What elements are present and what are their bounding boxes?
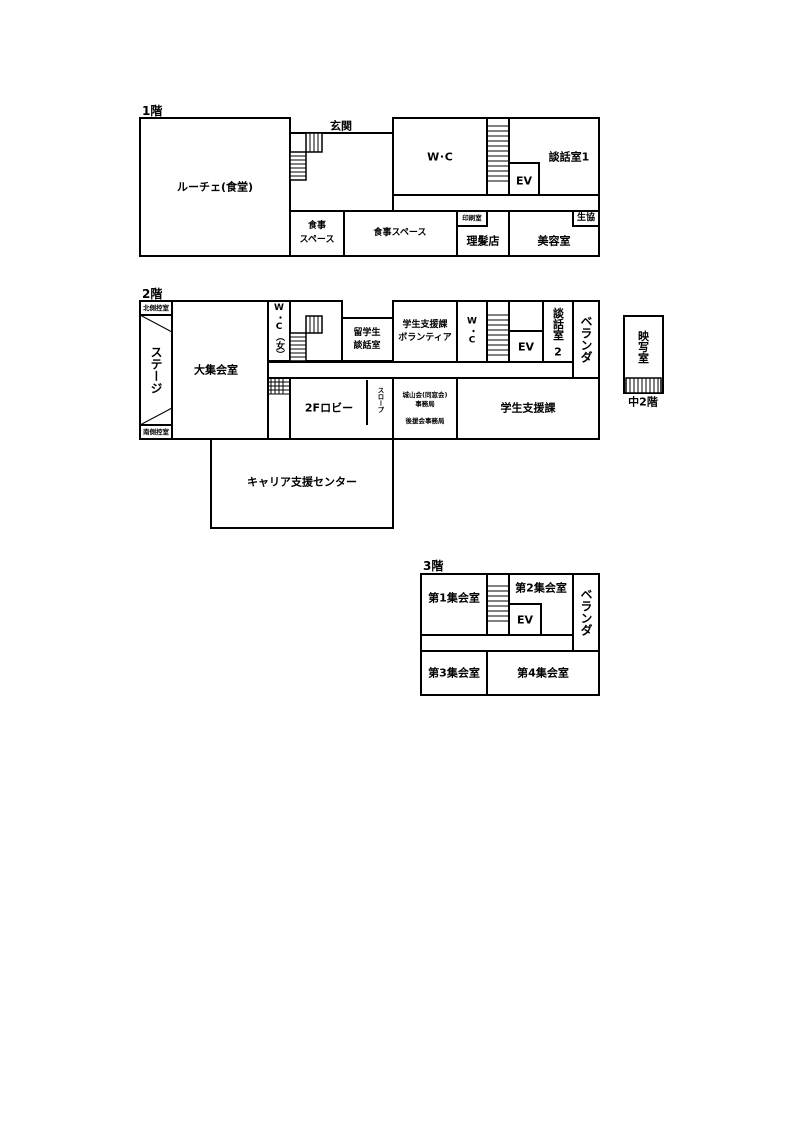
label-consult2-number: 2 bbox=[554, 346, 562, 359]
label-volunteer-1: 学生支援課 bbox=[402, 318, 448, 330]
label-stage: ステージ bbox=[149, 346, 163, 394]
stairs-core-2f bbox=[487, 314, 509, 356]
floor-2m-title: 中2階 bbox=[628, 395, 658, 409]
stairs-mezzanine bbox=[625, 377, 662, 394]
label-meeting4: 第4集会室 bbox=[517, 666, 569, 680]
label-hall: 大集会室 bbox=[194, 363, 238, 377]
label-wc-1f: W･C bbox=[427, 151, 453, 164]
label-barber: 理髪店 bbox=[467, 234, 500, 248]
label-volunteer-2: ボランティア bbox=[398, 331, 451, 343]
label-career: キャリア支援センター bbox=[247, 475, 357, 489]
floor-2-mezzanine: 映写室 中2階 bbox=[623, 315, 664, 409]
room-dining-small bbox=[289, 210, 345, 257]
label-supporters: 後援会事務局 bbox=[406, 416, 446, 425]
room-meeting4 bbox=[486, 650, 600, 696]
label-slope: スロープ bbox=[376, 387, 384, 414]
label-ev-1f: EV bbox=[516, 175, 533, 188]
room-stair-core-2f bbox=[486, 300, 510, 363]
room-print bbox=[456, 210, 488, 227]
label-lobby: 2Fロビー bbox=[305, 401, 353, 415]
floor-3-title: 3階 bbox=[423, 558, 443, 573]
stairs-entrance-1f bbox=[289, 132, 323, 181]
label-veranda-3f: ベランダ bbox=[579, 588, 593, 636]
stairs-core-1f bbox=[487, 125, 509, 182]
stage-slant-top bbox=[139, 314, 173, 333]
label-consult1: 談話室1 bbox=[549, 150, 590, 164]
room-alumni bbox=[392, 377, 458, 440]
room-veranda-2f bbox=[572, 300, 600, 379]
label-meeting3: 第3集会室 bbox=[428, 666, 480, 680]
label-intl-2: 談話室 bbox=[353, 339, 380, 351]
label-beauty: 美容室 bbox=[538, 234, 571, 248]
label-wc-women: W・C（女） bbox=[274, 303, 286, 359]
room-volunteer bbox=[392, 300, 458, 363]
floor-2-title: 2階 bbox=[142, 286, 162, 301]
label-coop: 生協 bbox=[577, 211, 595, 223]
room-meeting1 bbox=[420, 573, 488, 636]
label-veranda-2f: ベランダ bbox=[579, 315, 593, 363]
label-dining-small-2: スペース bbox=[300, 234, 335, 245]
room-student-support bbox=[456, 377, 600, 440]
label-alumni-1: 城山会(同窓会) bbox=[403, 390, 448, 399]
label-dining: 食事スペース bbox=[373, 226, 427, 238]
room-meeting3 bbox=[420, 650, 488, 696]
label-meeting1: 第1集会室 bbox=[428, 591, 480, 605]
floor-1-title: 1階 bbox=[142, 103, 162, 118]
label-print: 印刷室 bbox=[462, 213, 482, 222]
label-student-support: 学生支援課 bbox=[501, 401, 557, 415]
stairs-lobby-2f bbox=[268, 378, 290, 395]
label-consult2: 談話室 bbox=[552, 306, 565, 340]
label-north-prep: 北側控室 bbox=[143, 303, 170, 312]
stairs-upper-2f bbox=[289, 315, 323, 362]
label-luche: ルーチェ(食堂) bbox=[177, 180, 253, 194]
room-corridor-3f bbox=[420, 634, 574, 652]
floor-2: 2階 bbox=[139, 286, 600, 529]
stairs-core-3f bbox=[487, 585, 509, 622]
ev-box-2f bbox=[508, 330, 544, 363]
label-alumni-2: 事務局 bbox=[415, 399, 435, 408]
room-luche bbox=[139, 117, 291, 257]
room-career bbox=[210, 438, 394, 529]
room-hall bbox=[171, 300, 269, 440]
floor-1: 1階 bbox=[139, 103, 600, 257]
stage-slant-bottom bbox=[139, 407, 173, 426]
ev-box-3f bbox=[508, 603, 542, 636]
room-stair-core-3f bbox=[486, 573, 510, 636]
room-coop bbox=[572, 210, 600, 227]
room-intl bbox=[341, 317, 394, 362]
label-ev-2f: EV bbox=[518, 341, 535, 354]
label-dining-small-1: 食事 bbox=[307, 219, 326, 231]
label-ev-3f: EV bbox=[517, 614, 534, 627]
floor-3: 3階 第1集会室 第2集会室 EV ベランダ 第3集会室 第4集会室 bbox=[420, 558, 600, 696]
room-corridor-1f bbox=[392, 194, 600, 212]
label-projection: 映写室 bbox=[637, 329, 650, 363]
label-meeting2: 第2集会室 bbox=[515, 581, 567, 595]
label-entrance: 玄関 bbox=[330, 119, 352, 133]
label-wc-2f: W・C bbox=[467, 317, 477, 346]
room-dining bbox=[343, 210, 458, 257]
label-intl-1: 留学生 bbox=[353, 326, 380, 338]
label-south-prep: 南側控室 bbox=[143, 427, 170, 436]
room-corridor-2f bbox=[267, 361, 574, 379]
